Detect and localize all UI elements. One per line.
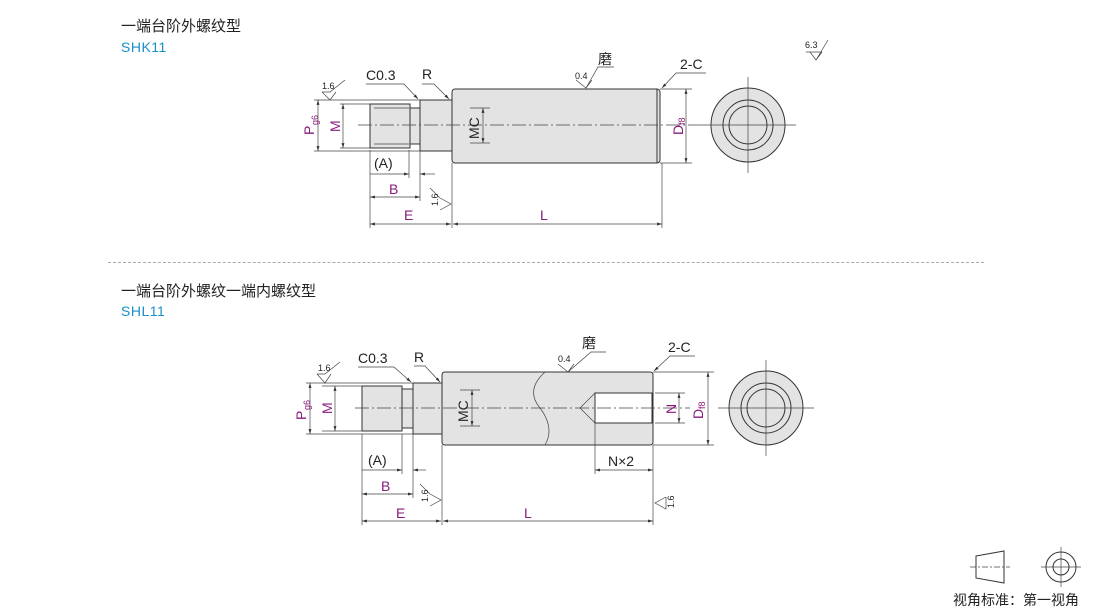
dim-n-label: N bbox=[663, 404, 679, 414]
svg-text:f8: f8 bbox=[697, 401, 707, 409]
dim-b-label: B bbox=[389, 181, 398, 197]
roughness-label: 1.6 bbox=[420, 489, 430, 502]
overall-roughness-label: 6.3 bbox=[805, 40, 818, 50]
roughness-label: 1.6 bbox=[318, 363, 331, 373]
first-angle-projection-icon bbox=[970, 547, 1081, 587]
roughness-label: 1.6 bbox=[430, 193, 440, 206]
dim-e-label: E bbox=[396, 505, 405, 521]
dim-d-label: D bbox=[690, 409, 706, 419]
dim-mc-label: MC bbox=[466, 117, 482, 139]
section-divider bbox=[108, 262, 984, 263]
chamfer-label: C0.3 bbox=[358, 350, 388, 366]
chamfer-label: C0.3 bbox=[366, 67, 396, 83]
dim-d-label: D bbox=[670, 125, 686, 135]
part-code-shk11: SHK11 bbox=[121, 39, 167, 55]
shl11-side-view: C0.3 R 磨 2-C 0.4 1.6 1.6 1.6 (A) B E L N… bbox=[293, 335, 814, 525]
roughness-label: 0.4 bbox=[558, 354, 571, 364]
grind-label: 磨 bbox=[582, 335, 596, 351]
roughness-label: 1.6 bbox=[666, 495, 676, 508]
section-title-shl11: 一端台阶外螺纹一端内螺纹型 bbox=[121, 283, 317, 300]
dim-a-label: (A) bbox=[368, 452, 387, 468]
end-chamfer-label: 2-C bbox=[680, 56, 703, 72]
dim-p-label: P bbox=[293, 411, 309, 420]
dim-a-label: (A) bbox=[374, 155, 393, 171]
dim-n2-label: N×2 bbox=[608, 453, 634, 469]
roughness-label: 1.6 bbox=[322, 81, 335, 91]
shk11-side-view: C0.3 R 磨 2-C 0.4 1.6 1.6 (A) B E L Pg6 M… bbox=[301, 39, 829, 228]
dim-l-label: L bbox=[540, 207, 548, 223]
section-title-shk11: 一端台阶外螺纹型 bbox=[121, 18, 242, 35]
projection-standard-label: 视角标准：第一视角 bbox=[953, 592, 1079, 608]
dim-m-label: M bbox=[319, 402, 335, 414]
radius-label: R bbox=[414, 349, 424, 365]
dim-p-label: P bbox=[301, 126, 317, 135]
radius-label: R bbox=[422, 66, 432, 82]
end-chamfer-label: 2-C bbox=[668, 339, 691, 355]
svg-text:f8: f8 bbox=[677, 117, 687, 125]
dim-e-label: E bbox=[404, 207, 413, 223]
roughness-label: 0.4 bbox=[575, 71, 588, 81]
svg-text:g6: g6 bbox=[310, 115, 320, 125]
dim-mc-label: MC bbox=[455, 400, 471, 422]
dim-l-label: L bbox=[524, 505, 532, 521]
dim-b-label: B bbox=[381, 478, 390, 494]
part-code-shl11: SHL11 bbox=[121, 303, 166, 319]
svg-text:g6: g6 bbox=[302, 400, 312, 410]
dim-m-label: M bbox=[327, 120, 343, 132]
grind-label: 磨 bbox=[598, 51, 612, 67]
